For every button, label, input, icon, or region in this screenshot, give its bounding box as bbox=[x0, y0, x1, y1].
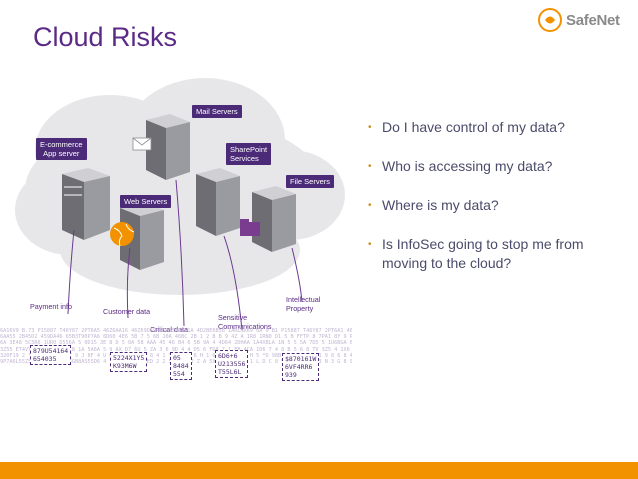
question-item: • Where is my data? bbox=[368, 196, 630, 215]
server-icon bbox=[252, 186, 296, 252]
question-text: Who is accessing my data? bbox=[382, 158, 553, 174]
critical-data-box: 05 8484 554 bbox=[170, 352, 192, 380]
question-text: Is InfoSec going to stop me from moving … bbox=[382, 236, 584, 271]
sensitive-data-box: 6D6+6 U213556 T55L6L bbox=[215, 350, 249, 378]
customer-data-box: 5224X1Y5 K93M6W bbox=[110, 352, 148, 372]
safenet-logo-icon bbox=[538, 8, 562, 32]
intellectual-data-box: $870161W 6VF4RR6 939 bbox=[282, 353, 320, 381]
critical-data-caption: Critical data bbox=[150, 325, 188, 334]
bullet-icon: • bbox=[368, 200, 372, 211]
file-servers-label: File Servers bbox=[286, 175, 335, 188]
web-servers-label: Web Servers bbox=[120, 195, 172, 208]
customer-data-caption: Customer data bbox=[103, 307, 151, 316]
globe-icon bbox=[110, 222, 135, 247]
payment-data-box: 879U54164 654035 bbox=[30, 345, 72, 365]
safenet-logo-text: SafeNet bbox=[566, 12, 620, 29]
question-item: • Who is accessing my data? bbox=[368, 157, 630, 176]
sensitive-communications-caption: Sensitive Communications bbox=[218, 313, 272, 331]
bullet-icon: • bbox=[368, 161, 372, 172]
question-item: • Is InfoSec going to stop me from movin… bbox=[368, 235, 630, 273]
mail-servers-label: Mail Servers bbox=[192, 105, 242, 118]
folder-icon bbox=[240, 219, 260, 236]
bullet-icon: • bbox=[368, 239, 372, 250]
sharepoint-label: SharePoint Services bbox=[226, 143, 272, 165]
server-icon bbox=[62, 168, 110, 240]
server-icon bbox=[146, 114, 190, 180]
question-text: Do I have control of my data? bbox=[382, 119, 565, 135]
intellectual-property-caption: Intellectual Property bbox=[286, 295, 321, 313]
question-item: • Do I have control of my data? bbox=[368, 118, 630, 137]
question-list: • Do I have control of my data? • Who is… bbox=[368, 118, 630, 293]
slide-title: Cloud Risks bbox=[33, 22, 178, 52]
footer-bar bbox=[0, 462, 638, 479]
server-icon bbox=[196, 168, 240, 236]
bullet-icon: • bbox=[368, 122, 372, 133]
question-text: Where is my data? bbox=[382, 197, 499, 213]
payment-info-caption: Payment info bbox=[30, 302, 72, 311]
envelope-icon bbox=[132, 137, 152, 151]
connector-lines bbox=[67, 179, 303, 331]
ecommerce-server-label: E-commerce App server bbox=[36, 138, 87, 160]
